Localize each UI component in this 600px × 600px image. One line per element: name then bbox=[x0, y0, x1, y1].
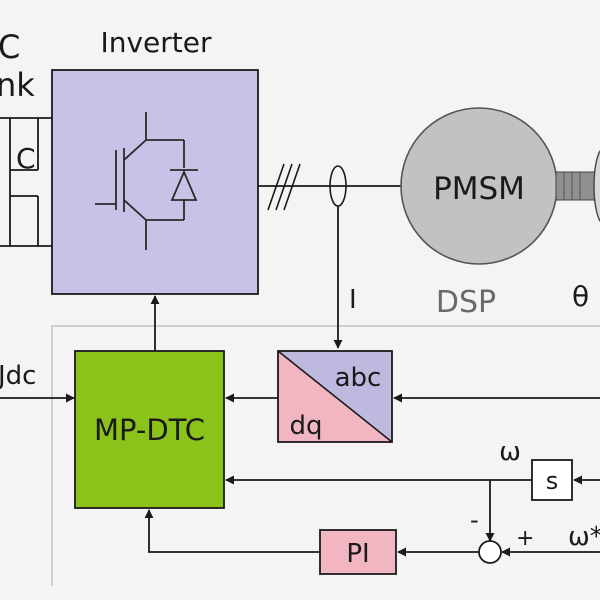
mp-dtc-label: MP-DTC bbox=[94, 413, 205, 447]
omega-ref-label: ω* bbox=[568, 522, 600, 552]
summing-junction bbox=[478, 540, 502, 564]
pi-label: PI bbox=[346, 539, 369, 569]
dc-link-label-line2: nk bbox=[0, 66, 35, 104]
dc-link-capacitor bbox=[0, 117, 52, 247]
pi-block bbox=[319, 529, 397, 575]
igbt-diode-icon bbox=[95, 112, 198, 250]
minus-sign: - bbox=[470, 506, 479, 534]
capacitor-label: C bbox=[16, 142, 36, 175]
shaft-grooves bbox=[563, 172, 581, 200]
transform-abc-label: abc bbox=[335, 363, 382, 393]
speed-derivative-label: s bbox=[546, 467, 559, 495]
motor-label: PMSM bbox=[433, 171, 525, 207]
inverter-block bbox=[51, 69, 259, 295]
plus-sign: + bbox=[516, 526, 534, 551]
dsp-region-border bbox=[51, 325, 600, 586]
three-phase-marks bbox=[267, 163, 301, 211]
inverter-label: Inverter bbox=[100, 26, 212, 59]
dsp-label: DSP bbox=[436, 285, 496, 320]
mp-dtc-block bbox=[74, 350, 225, 509]
omega-label: ω bbox=[499, 437, 521, 467]
encoder bbox=[593, 149, 600, 223]
current-label: I bbox=[349, 285, 357, 315]
abc-dq-transform-block bbox=[277, 350, 393, 443]
transform-diagonal bbox=[277, 350, 393, 443]
udc-label: Jdc bbox=[0, 361, 36, 391]
transform-dq-label: dq bbox=[289, 411, 322, 441]
pi-to-controller-line bbox=[144, 509, 320, 553]
motor-shaft bbox=[555, 171, 597, 201]
dc-link-label-line1: C bbox=[0, 28, 20, 66]
theta-label: θ bbox=[572, 280, 589, 313]
